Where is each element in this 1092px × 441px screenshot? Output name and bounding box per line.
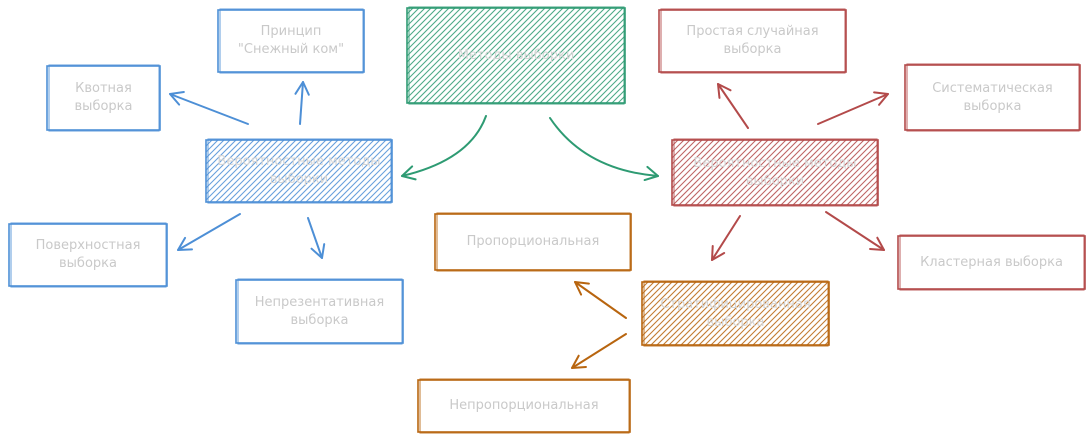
nonprob-to-nonrep-arrow	[307, 217, 326, 259]
cluster-box	[897, 234, 1086, 291]
systematic-node: Систематическая выборка	[932, 80, 1053, 114]
nonrep-node: Непрезентативная выборка	[254, 294, 385, 328]
prob-box	[671, 138, 879, 207]
nonprob-to-quota-arrow	[169, 91, 249, 125]
surface-box	[8, 222, 168, 288]
prob-to-cluster-arrow	[825, 211, 885, 251]
stratified-hatch	[642, 282, 829, 345]
stratified-to-nonproportional-arrow	[571, 333, 627, 369]
surface-node: Поверхностная выборка	[35, 238, 141, 271]
nonprob-node: Вероятностные методы выборки	[217, 154, 381, 187]
stratified-box	[641, 280, 830, 347]
nonprob-to-snowball-arrow	[294, 81, 310, 125]
quota-box	[46, 64, 161, 132]
proportional-node: Пропорциональная	[466, 234, 600, 250]
prob-to-stratified-arrow	[711, 215, 741, 261]
prob-to-simple-arrow	[717, 83, 749, 129]
simple-box	[658, 8, 847, 74]
nonrep-box	[235, 278, 404, 345]
stratified-to-proportional-arrow	[574, 281, 627, 319]
snowball-box	[217, 8, 365, 74]
nonproportional-box	[417, 378, 631, 434]
root-to-nonprob-arrow	[401, 115, 487, 181]
root-box	[406, 6, 626, 105]
root-node: Методы выборки	[457, 47, 575, 63]
root-to-prob-arrow	[549, 117, 659, 182]
stratified-node: Стратифицированная выборка	[660, 296, 811, 330]
nonprob-box	[205, 138, 393, 204]
quota-node: Квотная выборка	[74, 81, 133, 114]
cluster-node: Кластерная выборка	[920, 254, 1063, 270]
nonprob-hatch	[206, 140, 392, 202]
root-hatch	[407, 8, 625, 103]
simple-node: Простая случайная выборка	[686, 24, 819, 57]
systematic-box	[904, 63, 1081, 132]
snowball-node: Принцип "Снежный ком"	[237, 24, 345, 57]
nonproportional-node: Непропорциональная	[449, 398, 599, 414]
proportional-box	[434, 212, 632, 272]
nonprob-to-surface-arrow	[177, 213, 241, 251]
prob-to-systematic-arrow	[817, 91, 889, 125]
prob-node: Вероятностные методы выборки	[693, 155, 857, 189]
prob-hatch	[672, 140, 878, 205]
